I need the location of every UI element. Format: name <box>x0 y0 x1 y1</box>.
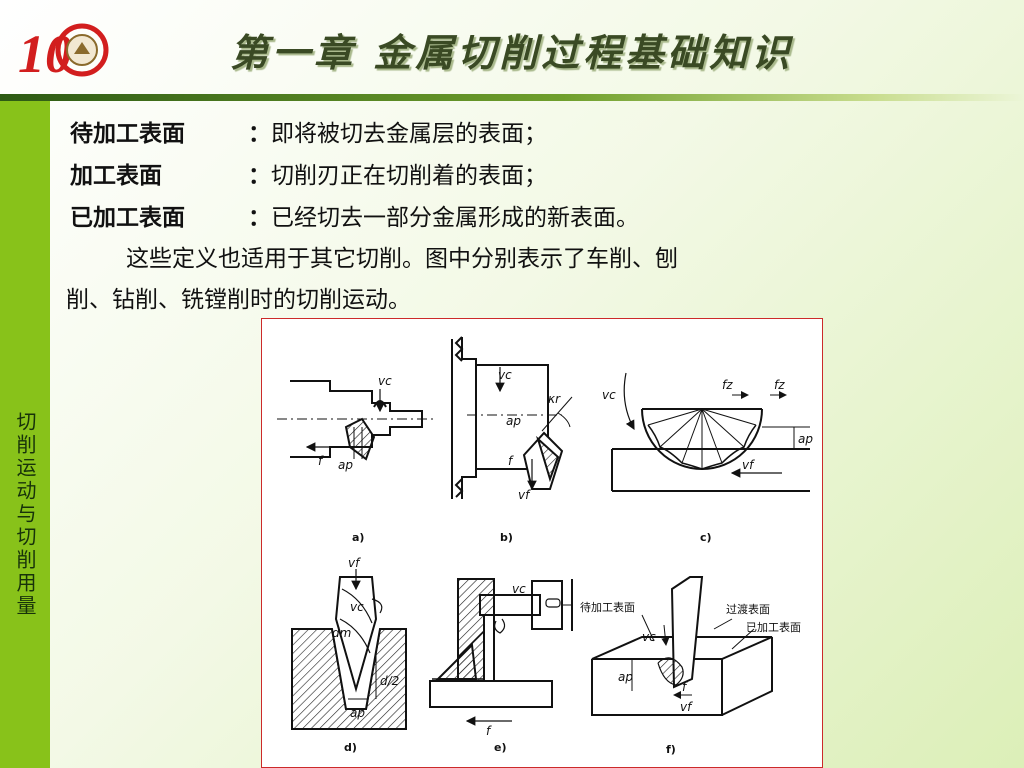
caption-c: c) <box>700 531 712 544</box>
label-b-f: f <box>508 454 514 468</box>
sidebar-label: 切削运动与切削用量 <box>13 411 37 618</box>
panel-a-turning <box>277 380 437 461</box>
label-b-vf: vf <box>518 488 531 502</box>
definition-term: 加工表面 <box>70 162 162 189</box>
definition-line: 加工表面 ：切削刃正在切削着的表面； <box>70 155 970 197</box>
page-title: 第一章 金属切削过程基础知识 <box>230 30 794 75</box>
sidebar: 切削运动与切削用量 <box>0 101 50 768</box>
label-e-vc: vc <box>512 582 526 596</box>
panel-b-facing <box>451 336 573 499</box>
header-divider <box>0 94 1024 101</box>
definition-separator: ： <box>248 162 271 189</box>
content-text: 待加工表面：即将被切去金属层的表面； 加工表面：切削刃正在切削着的表面； 已加工… <box>66 113 970 321</box>
caption-d: d) <box>344 741 357 754</box>
label-b-kr: κr <box>548 392 561 406</box>
definition-separator: ： <box>248 204 271 231</box>
panel-d-drilling <box>291 569 407 730</box>
caption-f: f) <box>666 743 676 756</box>
label-c-ap: ap <box>798 432 813 446</box>
label-a-vc: vc <box>378 374 392 388</box>
label-f-ap: ap <box>618 670 633 684</box>
label-f-vc: vc <box>642 630 656 644</box>
paragraph-line: 削、钻削、铣镗削时的切削运动。 <box>66 287 411 313</box>
label-f-surface-to-machine: 待加工表面 <box>580 600 635 614</box>
caption-a: a) <box>352 531 364 544</box>
label-a-f: f <box>318 454 324 468</box>
label-c-vf: vf <box>742 458 755 472</box>
label-d-vc: vc <box>350 600 364 614</box>
label-d-ap: ap <box>350 706 365 720</box>
definition-desc: 切削刃正在切削着的表面； <box>271 163 547 189</box>
label-b-vc: vc <box>498 368 512 382</box>
figure-drawing: vc f ap vc κr ap f vf vc fz fz ap vf vf … <box>277 336 813 756</box>
label-c-fz2: fz <box>774 378 785 392</box>
panel-e-boring <box>429 578 573 726</box>
label-d-dm: dm <box>332 626 351 640</box>
definition-line: 待加工表面 ：即将被切去金属层的表面； <box>70 113 970 155</box>
caption-b: b) <box>500 531 513 544</box>
definition-line: 已加工表面 ：已经切去一部分金属形成的新表面。 <box>70 197 970 239</box>
caption-e: e) <box>494 741 507 754</box>
panel-c-milling <box>611 372 810 492</box>
definition-separator: ： <box>248 120 271 147</box>
label-a-ap: ap <box>338 458 353 472</box>
label-b-ap: ap <box>506 414 521 428</box>
definition-desc: 即将被切去金属层的表面； <box>271 121 547 147</box>
label-f-f: f <box>682 680 688 694</box>
definition-term: 已加工表面 <box>70 204 185 231</box>
label-e-f: f <box>486 724 492 738</box>
label-f-vf: vf <box>680 700 693 714</box>
anniversary-logo: 10 <box>18 20 110 84</box>
label-c-vc: vc <box>602 388 616 402</box>
label-c-fz1: fz <box>722 378 733 392</box>
label-f-machined-surface: 已加工表面 <box>746 620 801 634</box>
definition-desc: 已经切去一部分金属形成的新表面。 <box>271 205 639 231</box>
panel-f-surfaces <box>591 576 773 716</box>
cutting-motion-figure: vc f ap vc κr ap f vf vc fz fz ap vf vf … <box>261 318 823 768</box>
label-d-vf: vf <box>348 556 361 570</box>
label-f-transition-surface: 过渡表面 <box>726 602 770 616</box>
paragraph-line: 这些定义也适用于其它切削。图中分别表示了车削、刨 <box>126 246 678 272</box>
label-d-half: d/2 <box>380 674 399 688</box>
definition-term: 待加工表面 <box>70 120 185 147</box>
